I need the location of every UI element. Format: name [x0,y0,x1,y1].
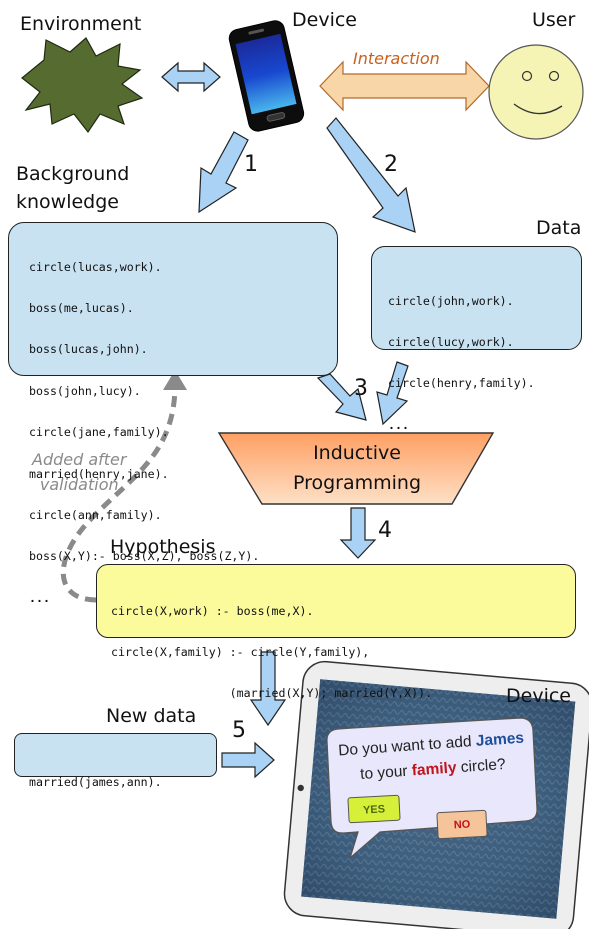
hypothesis-line: circle(X,family) :- circle(Y,family), [111,644,370,659]
inductive-programming-label: Inductive Programming [292,442,422,494]
arrow-3-right [376,361,409,426]
data-line: circle(john,work). [388,293,514,308]
arrow-5-down [249,651,287,727]
hypothesis-box: circle(X,work) :- boss(me,X). circle(X,f… [96,564,576,700]
step-2-number: 2 [384,152,398,177]
prompt-name: James [475,729,525,750]
data-box: circle(john,work). circle(lucy,work). ci… [371,246,582,432]
bk-line: circle(ann,family). [29,507,162,522]
environment-starburst-icon [21,37,144,134]
step-4-number: 4 [378,518,392,543]
arrow-2 [326,117,416,233]
prompt-line2-post: circle? [460,755,507,776]
step-5-number: 5 [232,718,246,743]
user-label: User [532,9,576,31]
bk-line: boss(lucas,john). [29,342,148,357]
bk-line: boss(me,lucas). [29,300,134,315]
environment-device-arrow [161,61,221,93]
added-after-validation-label: Added after validation [32,450,127,494]
yes-button[interactable]: YES [347,794,401,824]
bk-line: boss(john,lucy). [29,383,141,398]
no-button[interactable]: NO [436,809,488,840]
prompt-line2-pre: to your [359,762,409,784]
arrow-4 [339,507,377,559]
bk-line: circle(jane,family). [29,425,169,440]
inductive-programming-funnel [217,432,495,505]
new-data-box: married(james,ann). [14,733,217,788]
bk-line: boss(X,Y):- boss(X,Z), boss(Z,Y). [29,549,260,564]
hypothesis-line: (married(X,Y); married(Y,X)). [111,686,433,701]
device-top-label: Device [292,9,357,31]
bk-line: married(henry,jane). [29,466,169,481]
data-line: circle(henry,family). [388,376,535,391]
step-1-number: 1 [244,152,258,177]
smartphone-icon [228,20,305,132]
data-line: circle(lucy,work). [388,334,514,349]
interaction-arrow [319,60,490,112]
step-3-number: 3 [354,376,368,401]
prompt-highlight: family [411,759,458,780]
added-after-validation-dashed-arrow [60,370,187,603]
interaction-label: Interaction [353,49,440,68]
new-data-label: New data [106,705,197,727]
arrow-1 [198,131,249,214]
device-bottom-label: Device [506,685,571,707]
arrow-3-left [316,373,367,421]
data-line: ... [388,417,409,432]
hypothesis-line: circle(X,work) :- boss(me,X). [111,603,314,618]
arrow-5-right [221,741,275,779]
bk-line: ... [29,590,50,605]
bk-line: circle(lucas,work). [29,259,162,274]
new-data-line: married(james,ann). [29,774,162,789]
environment-label: Environment [20,13,142,35]
data-label: Data [536,217,582,239]
background-knowledge-box: circle(lucas,work). boss(me,lucas). boss… [8,222,338,605]
user-smiley-icon [488,44,584,140]
background-knowledge-label: Background knowledge [16,163,130,213]
hypothesis-label: Hypothesis [110,536,216,558]
